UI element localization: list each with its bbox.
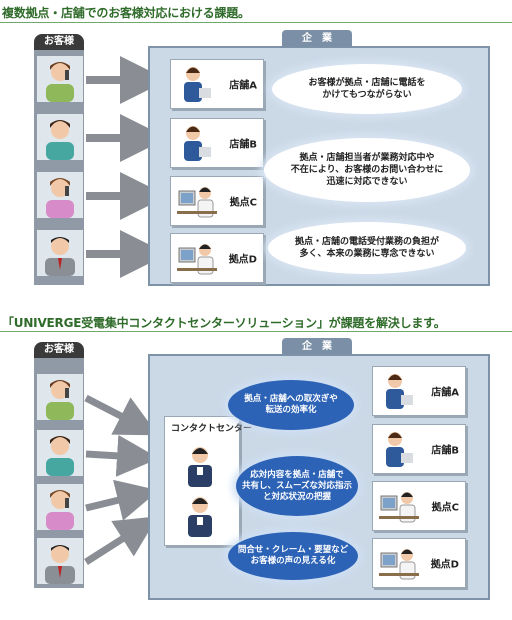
enterprise-tab: 企 業 bbox=[282, 338, 352, 355]
customer-woman-phone-icon bbox=[37, 374, 83, 420]
store-box-d: 拠点D bbox=[170, 233, 264, 283]
benefit-text-line: 応対内容を拠点・店舗で bbox=[250, 469, 344, 480]
operator-icon bbox=[188, 497, 212, 537]
store-clerk-icon bbox=[184, 126, 211, 161]
issue-text-line: 迅速に対応できない bbox=[326, 177, 408, 187]
section-heading-problems: 複数拠点・店舗でのお客様対応における課題。 bbox=[2, 6, 250, 20]
contact-center-box: コンタクトセンター bbox=[164, 416, 252, 546]
store-clerk-icon bbox=[386, 374, 413, 409]
store-label-b: 店舗B bbox=[229, 139, 257, 151]
customer-woman-icon bbox=[37, 114, 83, 160]
office-worker-computer-icon bbox=[379, 549, 419, 580]
benefit-text-line: 問合せ・クレーム・要望など bbox=[237, 545, 349, 555]
customers-tab: お客様 bbox=[34, 342, 84, 358]
store-box-b: 店舗B bbox=[170, 118, 264, 168]
arrow-customer-to-contact-center bbox=[85, 434, 159, 477]
store-label-c: 拠点C bbox=[229, 197, 257, 209]
store-box-c: 拠点C bbox=[170, 176, 264, 226]
store-label-d: 拠点D bbox=[430, 559, 459, 571]
section-heading-solution: 「UNIVERGE受電集中コンタクトセンターソリューション」が課題を解決します。 bbox=[2, 316, 446, 330]
customers-tab: お客様 bbox=[34, 34, 84, 50]
issue-bubble-2: 拠点・店舗担当者が業務対応中や不在により、お客様のお問い合わせに迅速に対応できな… bbox=[264, 138, 470, 202]
customer-woman-pink-icon bbox=[37, 172, 83, 218]
benefit-text-line: 共有し、スムーズな対応指示 bbox=[241, 480, 353, 491]
benefit-text-line: 転送の効率化 bbox=[265, 405, 317, 415]
issue-text-line: 不在により、お客様のお問い合わせに bbox=[290, 165, 444, 175]
arrow-customer-to-contact-center bbox=[84, 394, 159, 436]
customer-woman-pink-icon bbox=[37, 484, 83, 530]
heading-divider bbox=[0, 22, 512, 23]
store-box-a: 店舗A bbox=[372, 366, 466, 416]
arrow-customer-to-contact-center bbox=[84, 516, 158, 565]
heading-divider bbox=[0, 331, 512, 332]
issue-text-line: お客様が拠点・店舗に電話を bbox=[308, 78, 426, 88]
benefit-text-line: お客様の声の見える化 bbox=[250, 556, 336, 566]
store-box-d: 拠点D bbox=[372, 538, 466, 588]
store-box-a: 店舗A bbox=[170, 59, 264, 109]
office-worker-computer-icon bbox=[379, 492, 419, 523]
benefit-text-line: 拠点・店舗への取次ぎや bbox=[244, 394, 338, 404]
store-label-d: 拠点D bbox=[228, 254, 257, 266]
store-label-a: 店舗A bbox=[431, 387, 459, 399]
store-label-b: 店舗B bbox=[431, 445, 459, 457]
customer-man-icon bbox=[37, 230, 83, 276]
issue-text-line: 多く、本来の業務に専念できない bbox=[299, 249, 435, 259]
customer-woman-icon bbox=[37, 430, 83, 476]
benefit-bubble-3: 問合せ・クレーム・要望などお客様の声の見える化 bbox=[228, 532, 358, 580]
issue-bubble-1: お客様が拠点・店舗に電話をかけてもつながらない bbox=[272, 64, 462, 114]
benefit-text-line: と対応状況の把握 bbox=[262, 491, 331, 502]
issue-bubble-3: 拠点・店舗の電話受付業務の負担が多く、本来の業務に専念できない bbox=[268, 222, 466, 274]
customer-man-icon bbox=[37, 538, 83, 584]
operator-icon bbox=[188, 447, 212, 487]
store-label-a: 店舗A bbox=[229, 80, 257, 92]
issue-text-line: 拠点・店舗担当者が業務対応中や bbox=[299, 153, 435, 163]
store-box-b: 店舗B bbox=[372, 424, 466, 474]
enterprise-tab: 企 業 bbox=[282, 30, 352, 47]
store-box-c: 拠点C bbox=[372, 481, 466, 531]
benefit-bubble-2: 応対内容を拠点・店舗で共有し、スムーズな対応指示と対応状況の把握 bbox=[236, 456, 358, 516]
issue-text-line: 拠点・店舗の電話受付業務の負担が bbox=[294, 237, 439, 247]
arrow-customer-to-contact-center bbox=[85, 479, 159, 521]
store-clerk-icon bbox=[184, 67, 211, 102]
store-label-c: 拠点C bbox=[431, 502, 459, 514]
customer-woman-phone-icon bbox=[37, 56, 83, 102]
benefit-bubble-1: 拠点・店舗への取次ぎや転送の効率化 bbox=[228, 380, 354, 430]
office-worker-computer-icon bbox=[177, 187, 217, 218]
office-worker-computer-icon bbox=[177, 244, 217, 275]
contact-center-label: コンタクトセンター bbox=[171, 424, 253, 434]
issue-text-line: かけてもつながらない bbox=[322, 90, 412, 100]
store-clerk-icon bbox=[386, 432, 413, 467]
